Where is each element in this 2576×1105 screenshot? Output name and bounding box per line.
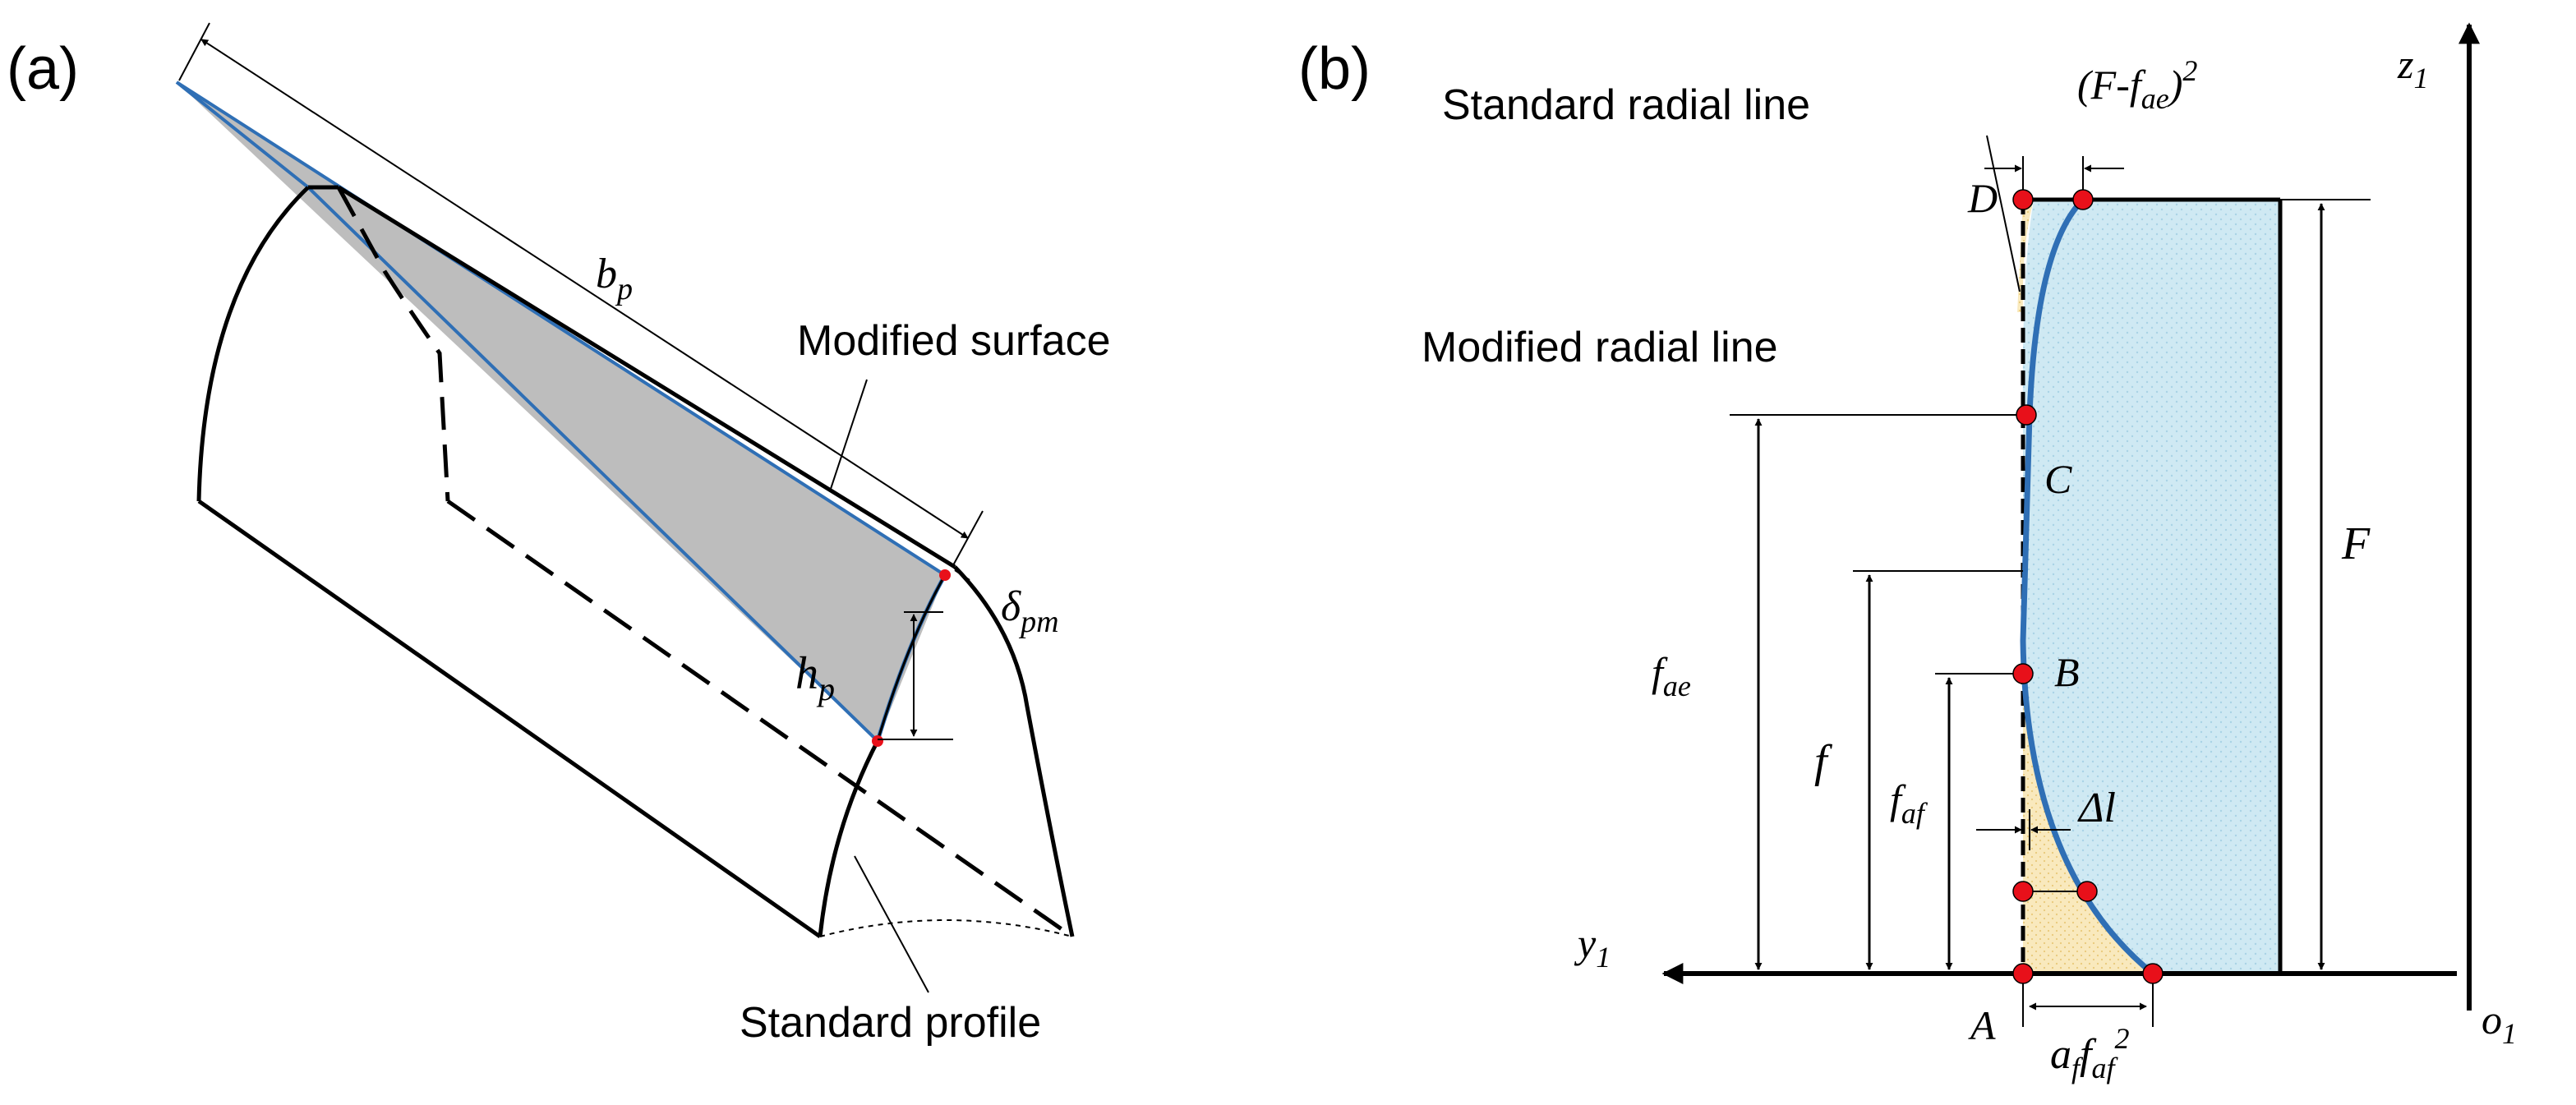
delta-tick [954, 569, 970, 581]
fae-label: fae [1652, 649, 1691, 702]
modified-radial-line [2020, 197, 2155, 976]
standard-profile-edge [818, 739, 880, 937]
faf-label: faf [1890, 776, 1929, 830]
removed-region-bottom [2023, 690, 2153, 974]
modified-region-fill [2022, 200, 2280, 974]
standard-profile-label: Standard profile [740, 999, 1041, 1047]
hidden-bottom-arc [819, 919, 1073, 937]
bottom-left-edge [197, 499, 822, 939]
hidden-edge-bottom [446, 499, 1074, 939]
o1-label: o1 [2482, 997, 2517, 1050]
label-C: C [2044, 456, 2072, 502]
panel-b-tag: (b) [1298, 36, 1371, 102]
point-lower-standard [2012, 881, 2034, 902]
y1-label: y1 [1574, 920, 1611, 974]
bp-label: bp [596, 251, 633, 306]
top-formula: (F-fae)2 [2077, 54, 2197, 115]
point-tip-top [939, 569, 951, 581]
point-lower-modified [2076, 881, 2098, 902]
panel-a-tag: (a) [7, 36, 79, 102]
bp-extension-left [178, 22, 210, 81]
modified-radial-line-label: Modified radial line [1422, 324, 1778, 371]
modified-surface-label: Modified surface [797, 317, 1111, 365]
point-D [2012, 189, 2034, 210]
z1-label: z1 [2397, 41, 2428, 94]
modified-surface-shape [177, 82, 945, 741]
point-B [2012, 663, 2034, 684]
label-B: B [2054, 649, 2080, 695]
point-C [2016, 404, 2037, 426]
label-A: A [1968, 1002, 1996, 1048]
standard-radial-line-label: Standard radial line [1442, 81, 1810, 129]
point-tip-bottom [872, 735, 883, 747]
point-D-modified [2072, 189, 2094, 210]
bp-dimension-line [200, 39, 969, 539]
f-label: f [1814, 736, 1833, 787]
modified-profile-line [876, 574, 947, 742]
delta-l-label: Δl [2077, 785, 2116, 831]
modified-surface-leader [829, 379, 868, 492]
hp-label: hp [795, 648, 835, 707]
standard-profile-leader [854, 855, 929, 993]
bottom-formula: affaf2 [2050, 1022, 2129, 1084]
right-profile-edge [953, 565, 1075, 937]
panel-b: (b) (F-fae)2 [1298, 22, 2517, 1084]
delta-pm-label: δpm [1001, 583, 1059, 639]
panel-a: (a) bp Modified surface [7, 22, 1111, 1047]
removed-region-top [2017, 200, 2034, 312]
left-curved-edge [196, 186, 310, 502]
label-D: D [1967, 175, 1998, 221]
point-A [2012, 963, 2034, 984]
point-A-modified [2142, 963, 2164, 984]
label-F: F [2341, 518, 2371, 569]
standard-radial-leader [1986, 135, 2021, 292]
